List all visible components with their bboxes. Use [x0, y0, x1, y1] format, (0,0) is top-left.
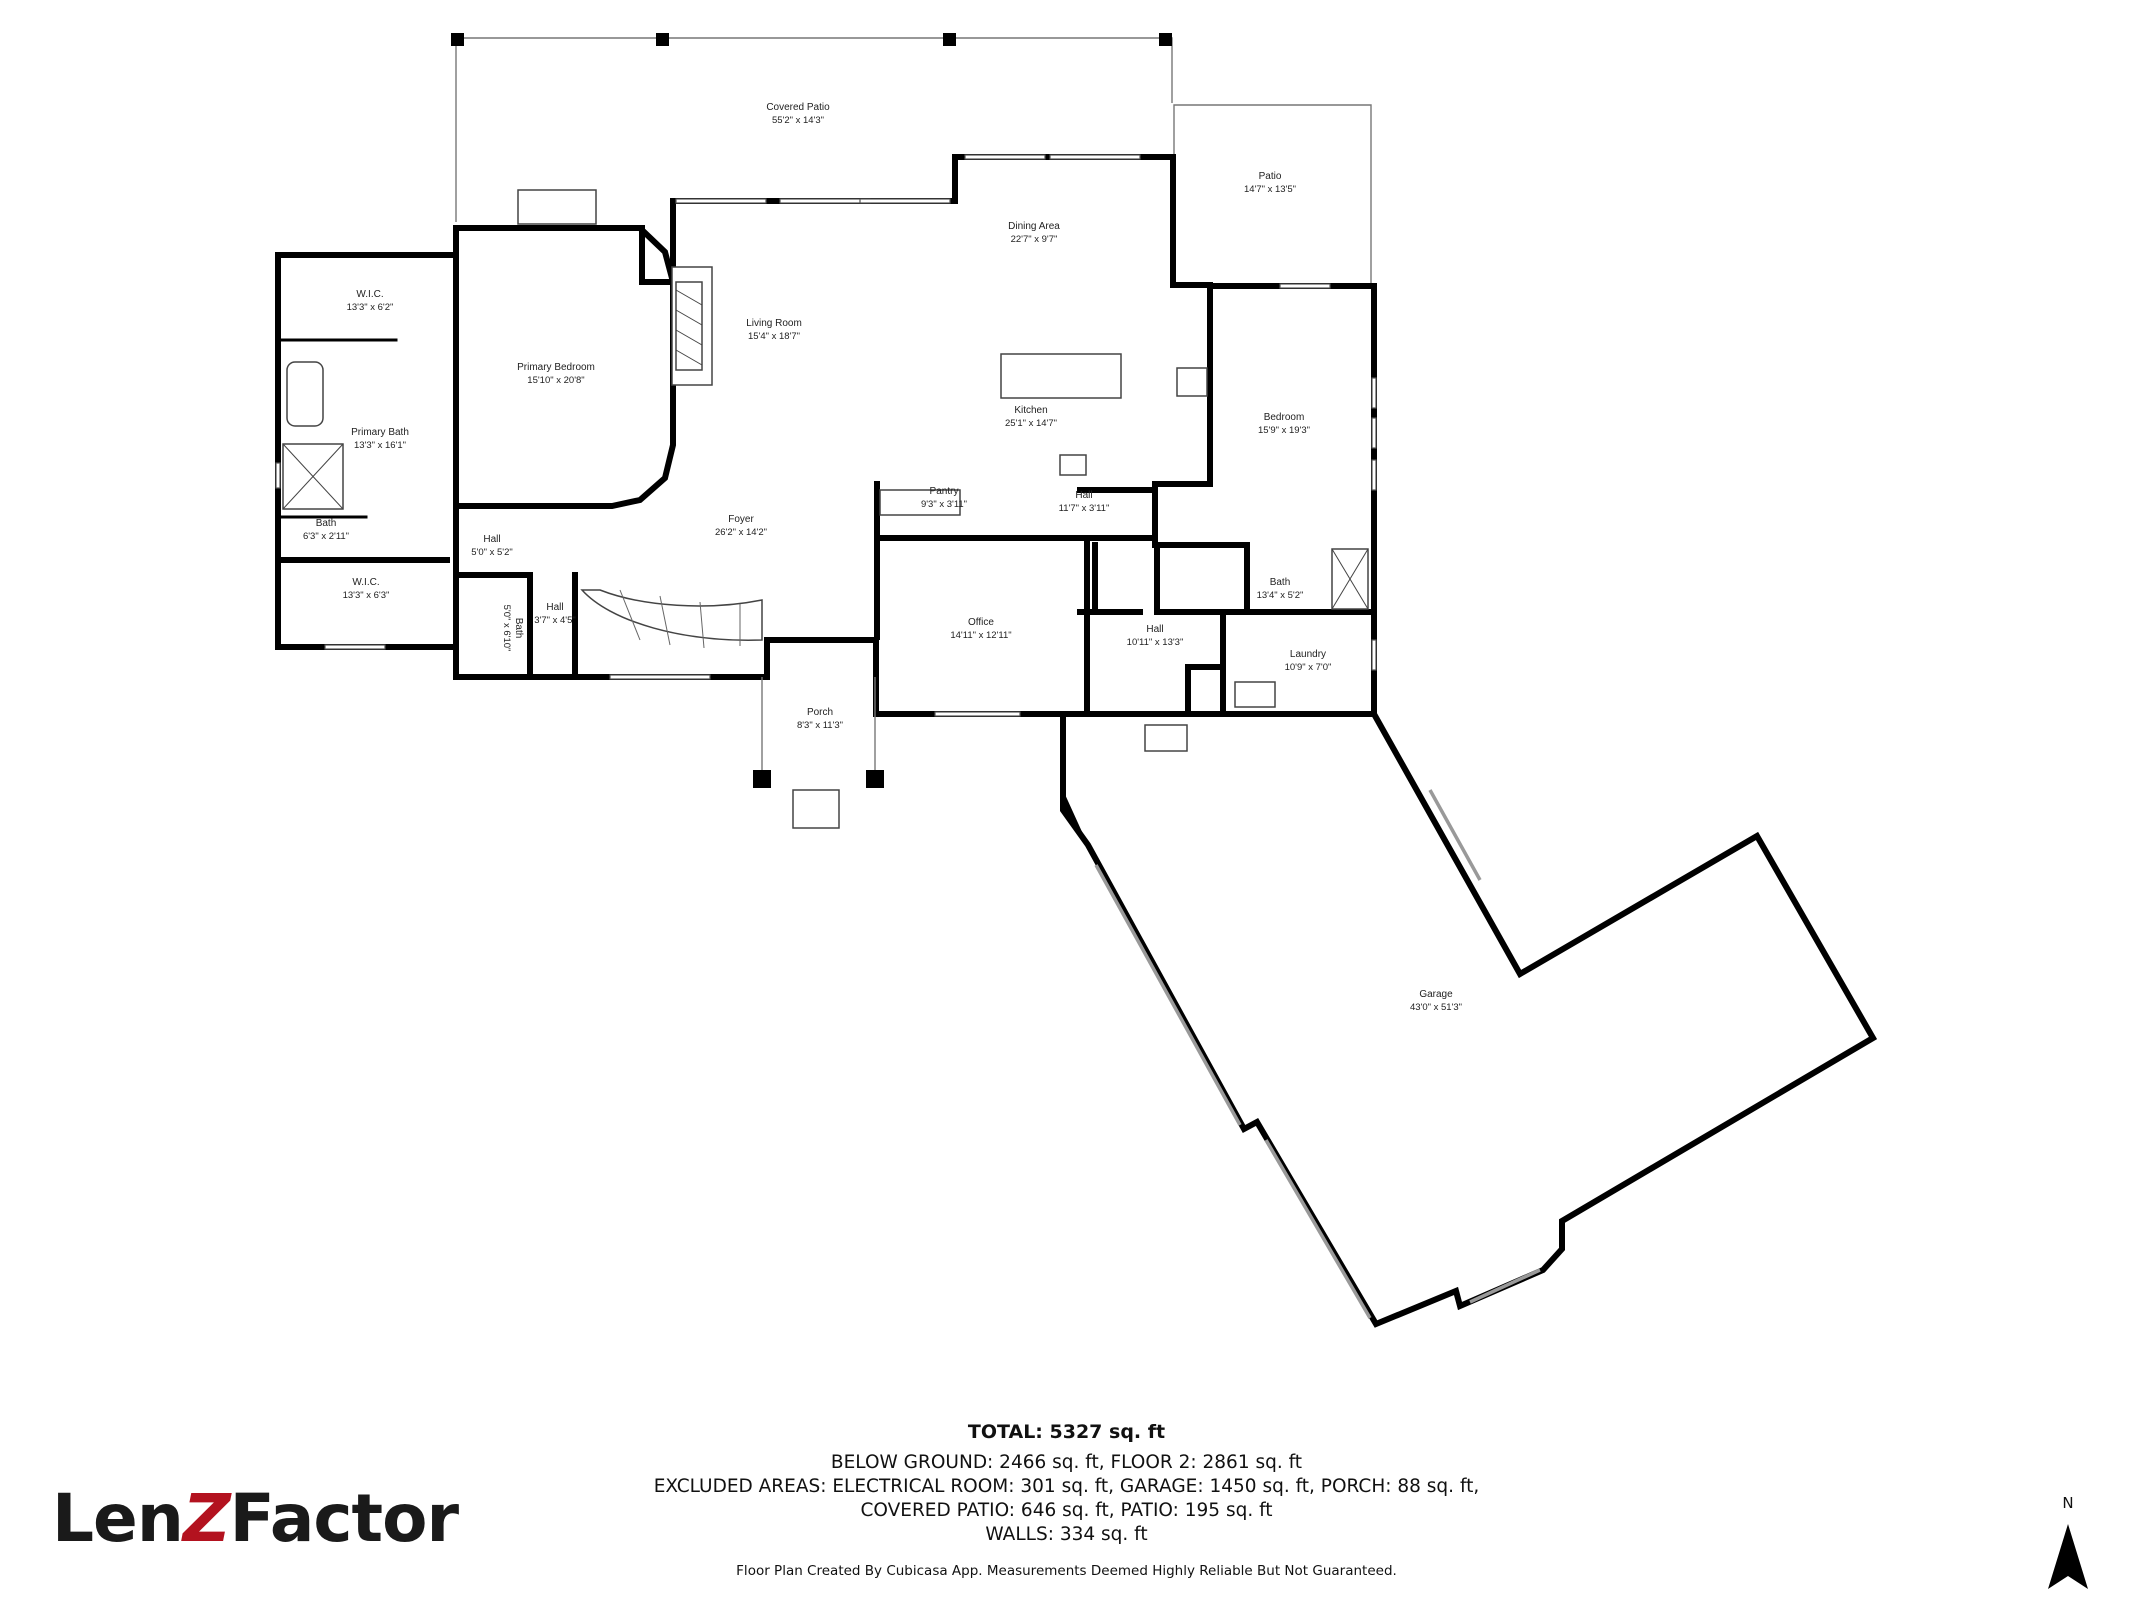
- spiral-staircase: [580, 589, 763, 641]
- dim-patio: 14'7" x 13'5": [1244, 184, 1296, 195]
- label-living-room: Living Room: [746, 318, 802, 329]
- disclaimer: Floor Plan Created By Cubicasa App. Meas…: [736, 1563, 1397, 1579]
- bathtub-icon: [286, 361, 324, 427]
- label-office: Office: [968, 617, 994, 628]
- porch-steps: [792, 789, 840, 829]
- dim-pantry: 9'3" x 3'11": [921, 499, 967, 510]
- label-patio: Patio: [1259, 171, 1282, 182]
- dim-dining-area: 22'7" x 9'7": [1011, 234, 1058, 245]
- label-pantry: Pantry: [930, 486, 959, 497]
- dim-covered-patio: 55'2" x 14'3": [772, 115, 824, 126]
- north-arrow-icon: [2048, 1524, 2088, 1589]
- dim-bath-small: 6'3" x 2'11": [303, 531, 349, 542]
- dim-wic-bottom: 13'3" x 6'3": [343, 590, 390, 601]
- label-kitchen: Kitchen: [1014, 405, 1047, 416]
- dim-bath-right: 13'4" x 5'2": [1257, 590, 1304, 601]
- dim-hall-primary: 5'0" x 5'2": [471, 547, 513, 558]
- stove-icon: [1176, 367, 1208, 397]
- dim-hall-powder: 3'7" x 4'5": [534, 615, 576, 626]
- windows: [275, 154, 1541, 1319]
- room-labels: Covered Patio 55'2" x 14'3" Patio 14'7" …: [303, 102, 1462, 1013]
- logo-part-z: Z: [182, 1480, 231, 1557]
- dim-office: 14'11" x 12'11": [950, 630, 1011, 641]
- label-hall-right: Hall: [1146, 624, 1163, 635]
- dim-foyer: 26'2" x 14'2": [715, 527, 767, 538]
- garage-steps: [1144, 724, 1188, 752]
- label-wic-bottom: W.I.C.: [352, 577, 379, 588]
- area-line-1: BELOW GROUND: 2466 sq. ft, FLOOR 2: 2861…: [830, 1452, 1303, 1473]
- logo-part-1: Len: [52, 1480, 184, 1557]
- dim-primary-bedroom: 15'10" x 20'8": [527, 375, 584, 386]
- kitchen-island: [1000, 353, 1122, 399]
- label-garage: Garage: [1419, 989, 1453, 1000]
- garage-walls: [1060, 709, 1878, 1328]
- label-porch: Porch: [807, 707, 833, 718]
- label-covered-patio: Covered Patio: [766, 102, 830, 113]
- label-bath-right: Bath: [1270, 577, 1291, 588]
- area-line-3: COVERED PATIO: 646 sq. ft, PATIO: 195 sq…: [860, 1500, 1273, 1521]
- total-area: TOTAL: 5327 sq. ft: [967, 1421, 1166, 1443]
- dim-kitchen: 25'1" x 14'7": [1005, 418, 1057, 429]
- dim-bath-powder: 5'0" x 6'10": [501, 605, 512, 652]
- patio-door: [517, 189, 597, 225]
- fixtures: [282, 189, 1369, 829]
- dim-hall-kitchen: 11'7" x 3'11": [1059, 503, 1110, 514]
- dim-wic-top: 13'3" x 6'2": [347, 302, 394, 313]
- label-primary-bath: Primary Bath: [351, 427, 409, 438]
- label-hall-powder: Hall: [546, 602, 563, 613]
- lenzfactor-logo: LenZFactor: [52, 1480, 459, 1557]
- laundry-sink-icon: [1234, 681, 1276, 708]
- dim-hall-right: 10'11" x 13'3": [1127, 637, 1184, 648]
- north-letter: N: [2062, 1494, 2074, 1512]
- interior-walls: [275, 225, 1377, 717]
- pantry-shelf: [879, 489, 961, 516]
- dim-primary-bath: 13'3" x 16'1": [354, 440, 406, 451]
- label-primary-bedroom: Primary Bedroom: [517, 362, 595, 373]
- north-indicator: N: [2043, 1494, 2093, 1594]
- area-line-4: WALLS: 334 sq. ft: [985, 1524, 1148, 1545]
- patio-outline: [1173, 104, 1372, 285]
- dim-porch: 8'3" x 11'3": [797, 720, 843, 731]
- label-hall-primary: Hall: [483, 534, 500, 545]
- dim-living-room: 15'4" x 18'7": [748, 331, 800, 342]
- covered-patio-outline: [451, 33, 1173, 222]
- dim-laundry: 10'9" x 7'0": [1285, 662, 1332, 673]
- area-line-2: EXCLUDED AREAS: ELECTRICAL ROOM: 301 sq.…: [653, 1476, 1480, 1497]
- label-bath-powder: Bath: [513, 618, 524, 639]
- label-dining-area: Dining Area: [1008, 221, 1060, 232]
- logo-part-3: Factor: [229, 1480, 459, 1557]
- sink-icon: [1059, 454, 1087, 476]
- label-wic-top: W.I.C.: [356, 289, 383, 300]
- exterior-walls: [275, 154, 1377, 717]
- label-bedroom: Bedroom: [1264, 412, 1305, 423]
- label-hall-kitchen: Hall: [1075, 490, 1092, 501]
- label-laundry: Laundry: [1290, 649, 1326, 660]
- label-foyer: Foyer: [728, 514, 754, 525]
- dim-bedroom: 15'9" x 19'3": [1258, 425, 1310, 436]
- label-bath-small: Bath: [316, 518, 337, 529]
- dim-garage: 43'0" x 51'3": [1410, 1002, 1462, 1013]
